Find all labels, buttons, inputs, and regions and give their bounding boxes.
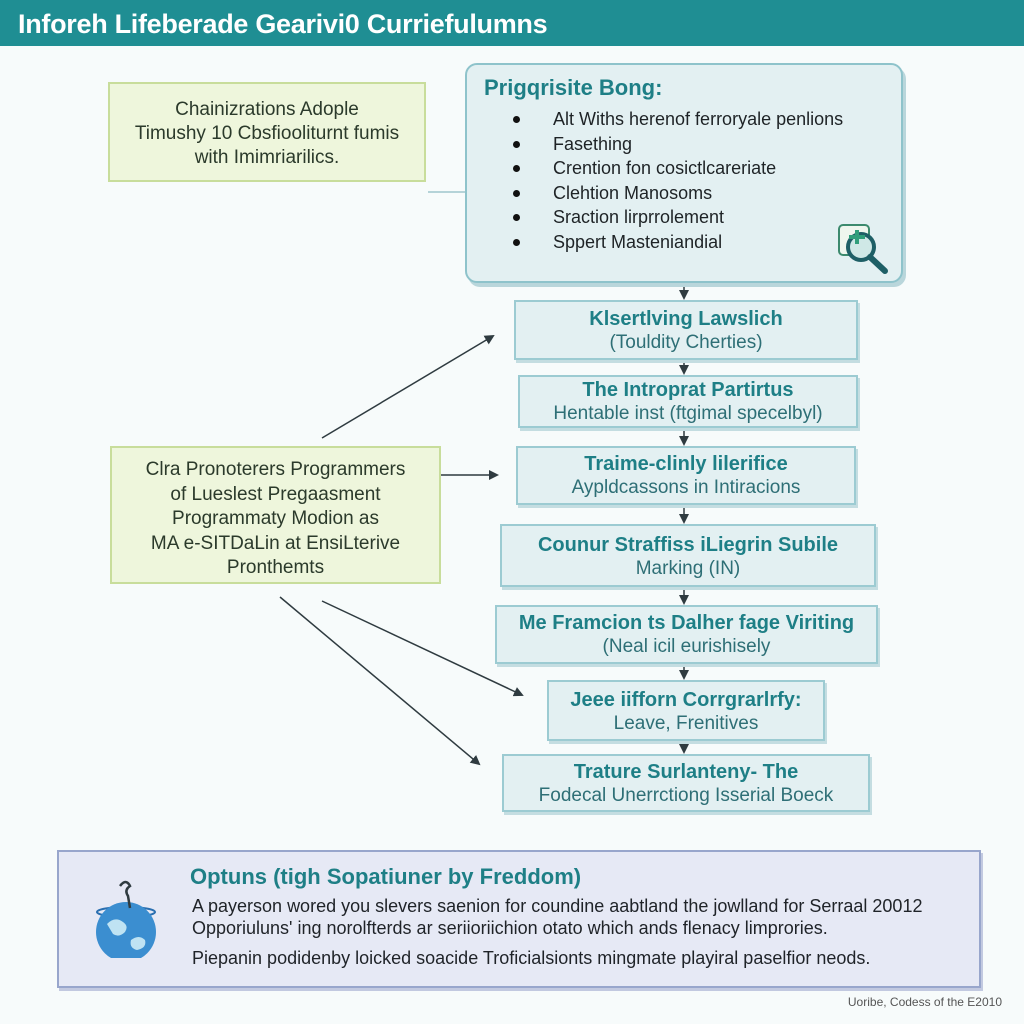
program-line: Programmaty Modion as	[172, 508, 379, 529]
feature-item: Crention fon cosictlcareriate	[487, 156, 843, 181]
feature-item: Clehtion Manosoms	[487, 181, 843, 206]
options-line: Piepanin podidenby loicked soacide Trofi…	[192, 948, 871, 968]
flow-step-4: Counur Straffiss iLiegrin Subile Marking…	[500, 524, 876, 587]
feature-list: Alt Withs herenof ferroryale penlions Fa…	[487, 107, 843, 255]
program-line: Clra Pronoterers Programmers	[145, 459, 406, 480]
program-box: Clra Pronoterers Programmers of Lueslest…	[110, 446, 441, 584]
step-title: Traime-clinly lilerifice	[584, 453, 788, 475]
feature-heading: Prigqrisite Bong:	[484, 75, 663, 100]
flow-step-2: The Introprat Partirtus Hentable inst (f…	[518, 375, 858, 428]
step-title: Counur Straffiss iLiegrin Subile	[537, 534, 839, 556]
step-title: Me Framcion ts Dalher fage Viriting	[518, 612, 855, 634]
step-title: Klsertlving Lawslich	[589, 308, 783, 330]
program-line: of Lueslest Pregaasment	[170, 483, 381, 505]
step-title: Trature Surlanteny- The	[573, 761, 799, 783]
options-line: A payerson wored you slevers saenion for…	[192, 896, 923, 916]
flow-step-6: Jeee iifforn Corrgrarlrfy: Leave, Frenit…	[547, 680, 825, 741]
page-title: Inforeh Lifeberade Gearivi0 Curriefulumn…	[18, 9, 548, 39]
program-line: Pronthemts	[226, 557, 325, 578]
step-subtitle: (Neal icil eurishisely	[602, 636, 771, 657]
footer-credit: Uoribe, Codess of the E2010	[847, 995, 1002, 1009]
flow-step-3: Traime-clinly lilerifice Aypldcassons in…	[516, 446, 856, 505]
step-subtitle: Fodecal Unerrctiong Isserial Boeck	[538, 785, 834, 806]
program-line: MA e-SITDaLin at EnsiLterive	[150, 532, 401, 554]
program-arrow	[321, 600, 524, 697]
note-line: Timushy 10 Cbsfiooliturnt fumis	[134, 123, 400, 144]
note-box: Chainizrations Adople Timushy 10 Cbsfioo…	[108, 82, 426, 182]
flow-step-5: Me Framcion ts Dalher fage Viriting (Nea…	[495, 605, 878, 664]
options-line: Opporiuluns' ing norolfterds ar seriiori…	[192, 918, 828, 938]
globe-icon	[96, 880, 156, 958]
feature-item: Sppert Masteniandial	[487, 230, 843, 255]
options-title: Optuns (tigh Sopatiuner by Freddom)	[190, 864, 582, 889]
step-title: The Introprat Partirtus	[582, 379, 794, 401]
feature-item: Alt Withs herenof ferroryale penlions	[487, 107, 843, 132]
step-title: Jeee iifforn Corrgrarlrfy:	[570, 689, 802, 711]
options-panel: Optuns (tigh Sopatiuner by Freddom) A pa…	[57, 850, 981, 988]
note-line: Chainizrations Adople	[175, 99, 359, 120]
step-subtitle: Aypldcassons in Intiracions	[571, 477, 801, 498]
step-subtitle: Hentable inst (ftgimal specelbyl)	[553, 403, 823, 424]
program-arrow	[279, 596, 481, 766]
note-line: with Imimriarilics.	[194, 147, 340, 168]
flow-step-1: Klsertlving Lawslich (Touldity Cherties)	[514, 300, 858, 360]
program-arrow	[321, 334, 495, 439]
step-subtitle: (Touldity Cherties)	[609, 332, 763, 353]
step-subtitle: Leave, Frenitives	[613, 713, 759, 734]
header-bar: Inforeh Lifeberade Gearivi0 Curriefulumn…	[0, 0, 1024, 46]
flow-step-7: Trature Surlanteny- The Fodecal Unerrcti…	[502, 754, 870, 812]
magnifier-icon	[838, 224, 888, 274]
feature-item: Sraction lirprrolement	[487, 205, 843, 230]
step-subtitle: Marking (IN)	[635, 558, 741, 579]
feature-panel: Prigqrisite Bong: Alt Withs herenof ferr…	[465, 63, 903, 283]
feature-item: Fasething	[487, 132, 843, 157]
